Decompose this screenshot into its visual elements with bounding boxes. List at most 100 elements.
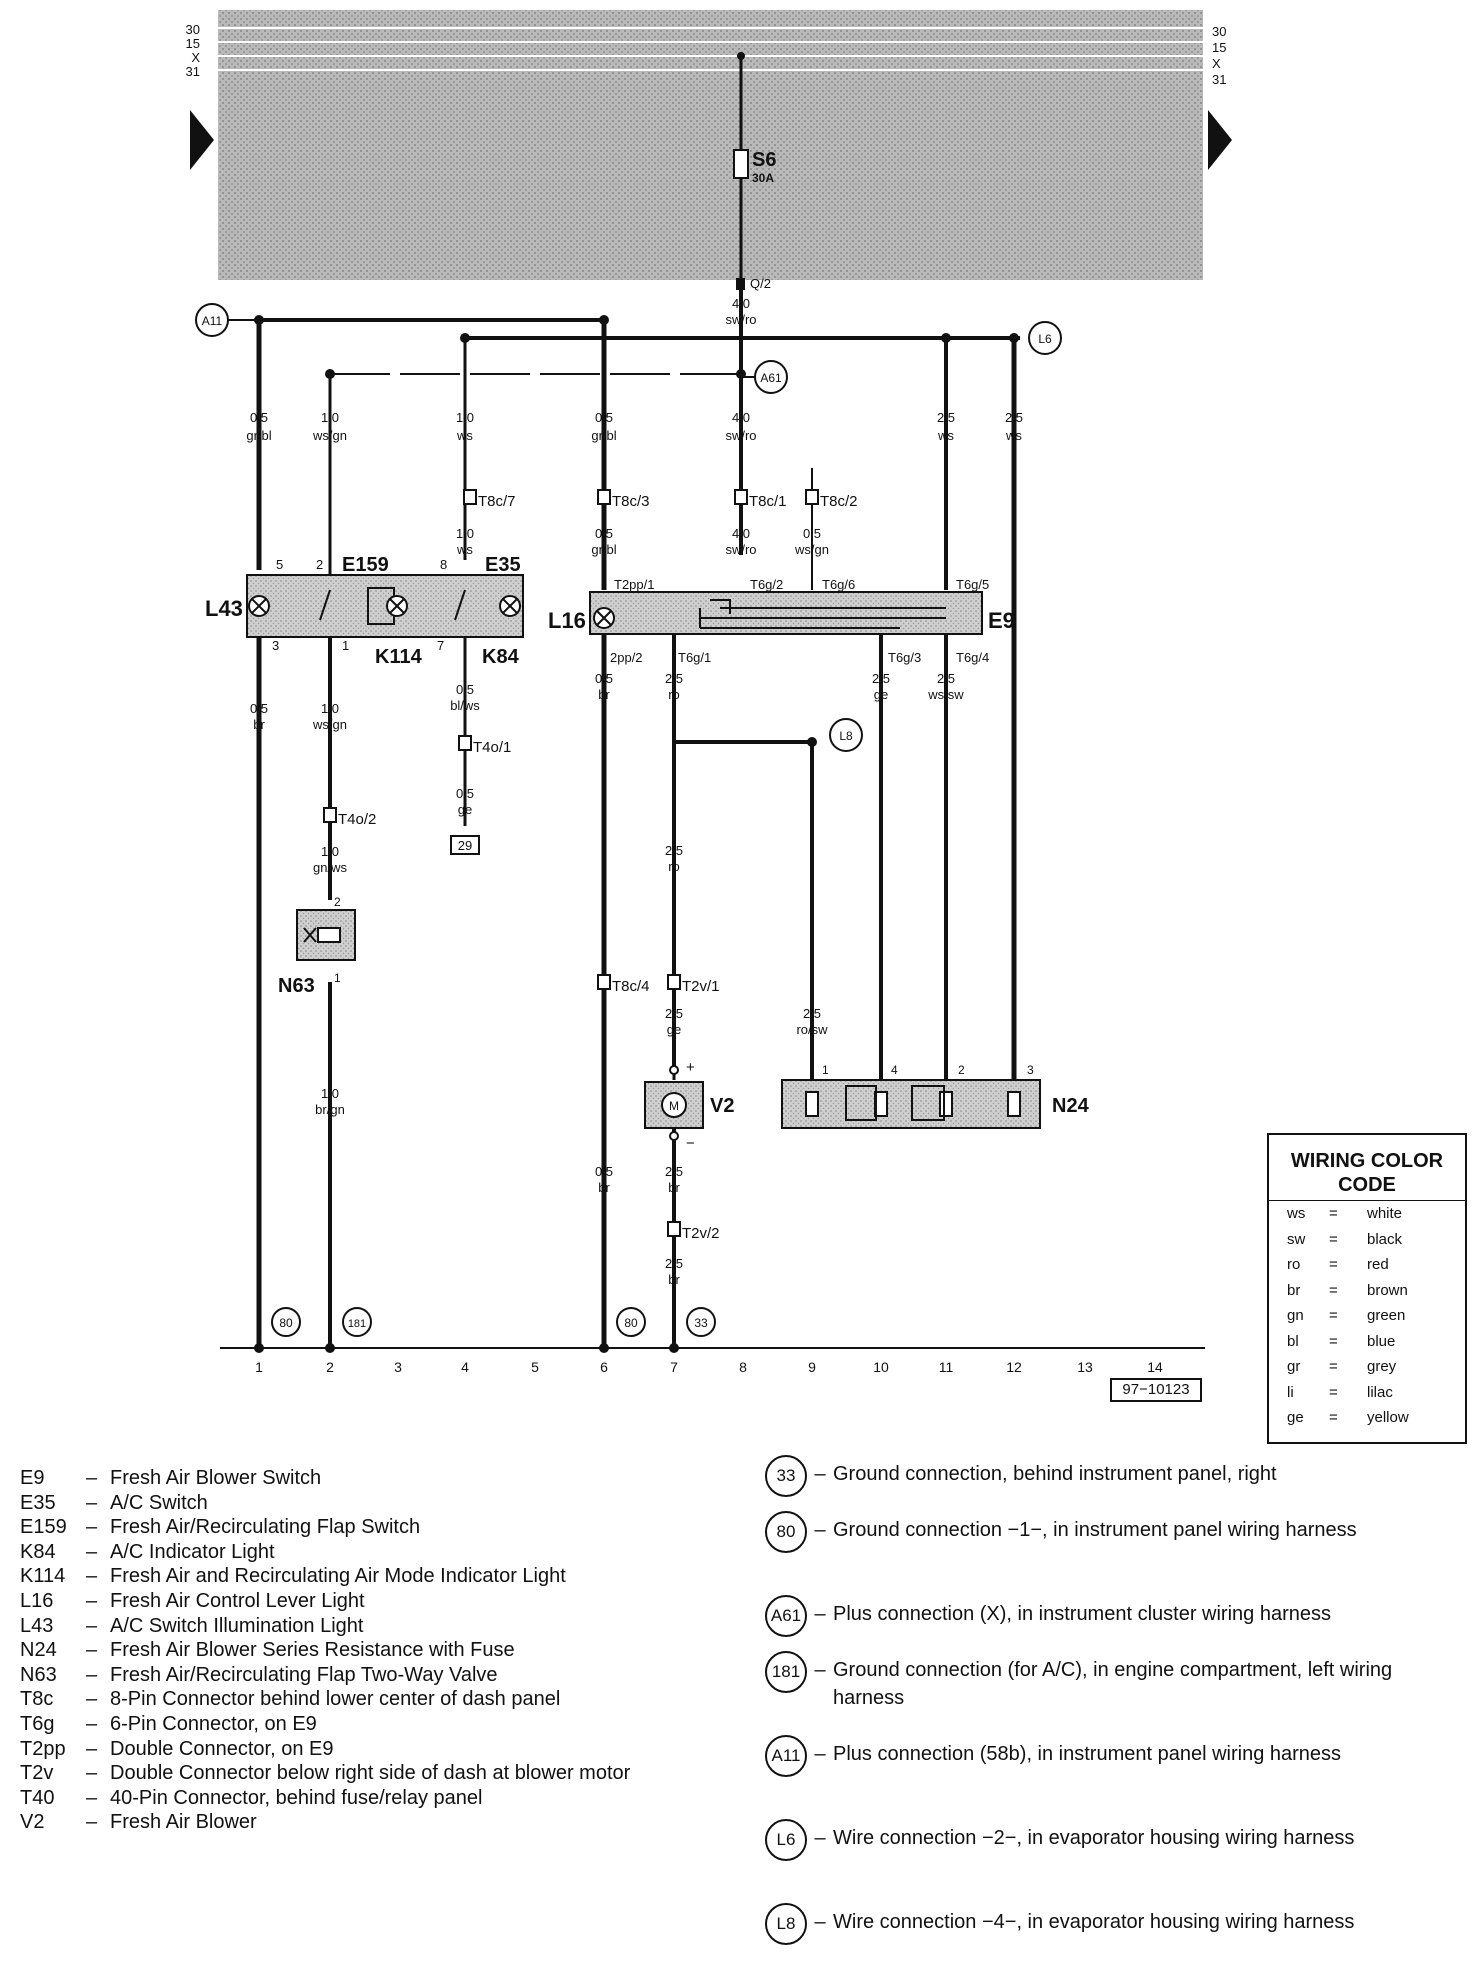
ground-legend-badge: 181 (765, 1651, 807, 1693)
ground-legend-description: Ground connection (for A/C), in engine c… (833, 1659, 1393, 1709)
legend-item: K84–A/C Indicator Light (20, 1540, 720, 1565)
l43-lamp-symbol (248, 595, 270, 617)
k84-lamp-symbol (499, 595, 521, 617)
legend-dash: – (86, 1663, 98, 1686)
wire-label-size: 0,5 (456, 682, 474, 697)
legend-dash: – (86, 1540, 98, 1563)
connector-t6g-5: T6g/5 (956, 577, 989, 592)
q-terminal-label: Q/2 (750, 276, 771, 291)
legend-item: T2pp–Double Connector, on E9 (20, 1737, 720, 1762)
upper-vertical-wires (256, 320, 1017, 1110)
color-name: green (1367, 1307, 1406, 1324)
pin-v2-plus: + (686, 1059, 695, 1076)
connector-t2v-2: T2v/2 (682, 1225, 720, 1242)
legend-dash: – (86, 1639, 98, 1662)
k114-lamp-symbol (386, 595, 408, 617)
e159-switch-contact (319, 589, 331, 621)
legend-description: A/C Indicator Light (110, 1540, 275, 1563)
l16-lamp-symbol (593, 607, 615, 629)
connector-t2v-1: T2v/1 (682, 978, 720, 995)
legend-item: T2v–Double Connector below right side of… (20, 1761, 720, 1786)
component-e159-label: E159 (342, 554, 389, 576)
ground-legend-item: L8–Wire connection −4−, in evaporator ho… (765, 1903, 1433, 1945)
legend-description: Fresh Air Blower Series Resistance with … (110, 1639, 515, 1662)
connector-t6g-6: T6g/6 (822, 577, 855, 592)
ground-legend-dash: – (814, 1603, 826, 1625)
wire-label-size: 0,5 (803, 526, 821, 541)
legend-item: K114–Fresh Air and Recirculating Air Mod… (20, 1564, 720, 1589)
color-equals: = (1329, 1383, 1338, 1401)
connector-t8c-4: T8c/4 (612, 978, 650, 995)
bus-label-right-15: 15 (1212, 40, 1226, 55)
wire-label-color: br (668, 1272, 680, 1287)
svg-text:80: 80 (279, 1316, 293, 1330)
legend-code: L16 (20, 1589, 54, 1612)
color-equals: = (1329, 1409, 1338, 1426)
wire-label-size: 0,5 (595, 410, 613, 425)
svg-text:80: 80 (624, 1316, 638, 1330)
legend-item: T8c–8-Pin Connector behind lower center … (20, 1687, 720, 1712)
fuse-rating: 30A (752, 171, 774, 185)
wire-label-size: 2,5 (803, 1006, 821, 1021)
color-name: blue (1367, 1332, 1396, 1350)
legend-code: T2v (20, 1762, 54, 1785)
right-continuation-arrow (1208, 110, 1232, 170)
column-number: 10 (873, 1359, 889, 1375)
wire-label-size: 2,5 (937, 410, 955, 425)
legend-code: E35 (20, 1491, 56, 1514)
component-k84-label: K84 (482, 646, 520, 668)
ground-legend-item: 80–Ground connection −1−, in instrument … (765, 1511, 1433, 1553)
legend-description: Double Connector below right side of das… (110, 1762, 631, 1785)
component-e9-label: E9 (988, 608, 1015, 633)
legend-description: A/C Switch Illumination Light (110, 1614, 364, 1637)
svg-text:L6: L6 (1038, 332, 1052, 346)
color-code-row: bl=blue (1269, 1329, 1465, 1355)
ground-legend-item: A11–Plus connection (58b), in instrument… (765, 1735, 1433, 1777)
wire-label-size: 2,5 (665, 671, 683, 686)
legend-item: E159–Fresh Air/Recirculating Flap Switch (20, 1515, 720, 1540)
lower-vertical-wires (256, 634, 948, 1348)
color-abbreviation: br (1287, 1281, 1301, 1299)
legend-description: 6-Pin Connector, on E9 (110, 1712, 317, 1735)
connector-t2pp-1: T2pp/1 (614, 577, 654, 592)
ref-l8: L8 (829, 718, 863, 752)
pin-8: 8 (440, 557, 447, 572)
wire-label-size: 2,5 (937, 671, 955, 686)
connector-symbols-upper (463, 489, 819, 505)
pin-n24-4: 4 (891, 1063, 898, 1077)
column-number: 6 (600, 1359, 608, 1375)
wire-label-color: ro/sw (796, 1022, 828, 1037)
legend-description: Fresh Air Blower Switch (110, 1467, 322, 1489)
legend-item: E35–A/C Switch (20, 1491, 720, 1516)
color-abbreviation: bl (1287, 1332, 1299, 1350)
terminal-29: 29 (450, 835, 480, 855)
legend-description: Fresh Air/Recirculating Flap Switch (110, 1516, 421, 1539)
ground-legend-dash: – (814, 1911, 826, 1933)
wire-label-color: ge (458, 802, 472, 817)
legend-code: V2 (20, 1811, 45, 1834)
wire-label-size: 1,0 (321, 410, 339, 425)
color-code-row: ge=yellow (1269, 1405, 1465, 1431)
color-equals: = (1329, 1230, 1338, 1248)
ground-legend-badge: A61 (765, 1595, 807, 1637)
wire-label-size: 0,5 (595, 526, 613, 541)
ref-l6: L6 (1028, 321, 1062, 355)
left-continuation-arrow (190, 110, 214, 170)
pin-5: 5 (276, 557, 283, 572)
legend-description: Fresh Air Blower (110, 1811, 257, 1834)
connector-t8c-3: T8c/3 (612, 493, 650, 510)
fuse-relay-panel (190, 10, 1232, 280)
bus-label-right-31: 31 (1212, 72, 1226, 87)
wire-label-color: bl/ws (450, 698, 480, 713)
wire-label-color: ws (456, 428, 473, 443)
legend-description: Fresh Air Control Lever Light (110, 1589, 365, 1612)
legend-item: E9–Fresh Air Blower Switch (20, 1466, 720, 1491)
bus-label-left-x: X (191, 50, 200, 65)
ground-legend-badge: L6 (765, 1819, 807, 1861)
wire-label-size: 4,0 (732, 410, 750, 425)
n63-valve-symbol (296, 909, 356, 961)
wire-label-color: br (253, 717, 265, 732)
legend-dash: – (86, 1589, 98, 1612)
color-equals: = (1329, 1281, 1338, 1299)
wire-label-color: gn/ws (313, 860, 347, 875)
